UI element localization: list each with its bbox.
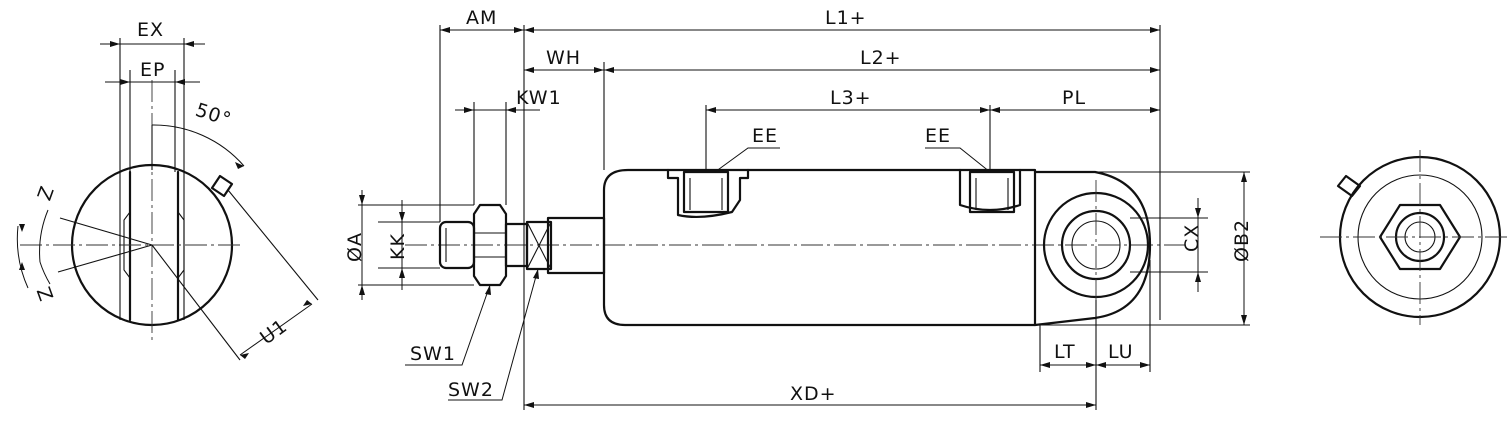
l1-label: L1+ (825, 7, 867, 29)
ee-left-label: EE (752, 125, 778, 147)
angle-label: 50° (193, 99, 235, 131)
dia-b2-label: ØB2 (1231, 219, 1253, 262)
sw1-label: SW1 (410, 343, 456, 365)
kw1-label: KW1 (516, 87, 562, 109)
sw2-label: SW2 (448, 379, 494, 401)
z-top-label: Z (34, 183, 59, 204)
right-end-view (1320, 150, 1510, 325)
side-view (358, 25, 1250, 410)
z-bottom-label: Z (33, 283, 58, 304)
lt-label: LT (1054, 341, 1076, 363)
wh-label: WH (546, 47, 581, 69)
u1-label: U1 (256, 315, 292, 349)
am-label: AM (466, 7, 497, 29)
kk-label: KK (387, 233, 409, 260)
ee-right-label: EE (925, 125, 951, 147)
cx-label: CX (1181, 224, 1203, 252)
l3-label: L3+ (830, 87, 872, 109)
ex-label: EX (137, 19, 164, 41)
xd-label: XD+ (790, 383, 837, 405)
lu-label: LU (1108, 341, 1134, 363)
left-end-view (16, 38, 319, 361)
ep-label: EP (140, 59, 165, 81)
dia-a-label: ØA (344, 232, 366, 262)
pl-label: PL (1062, 87, 1086, 109)
l2-label: L2+ (860, 47, 902, 69)
